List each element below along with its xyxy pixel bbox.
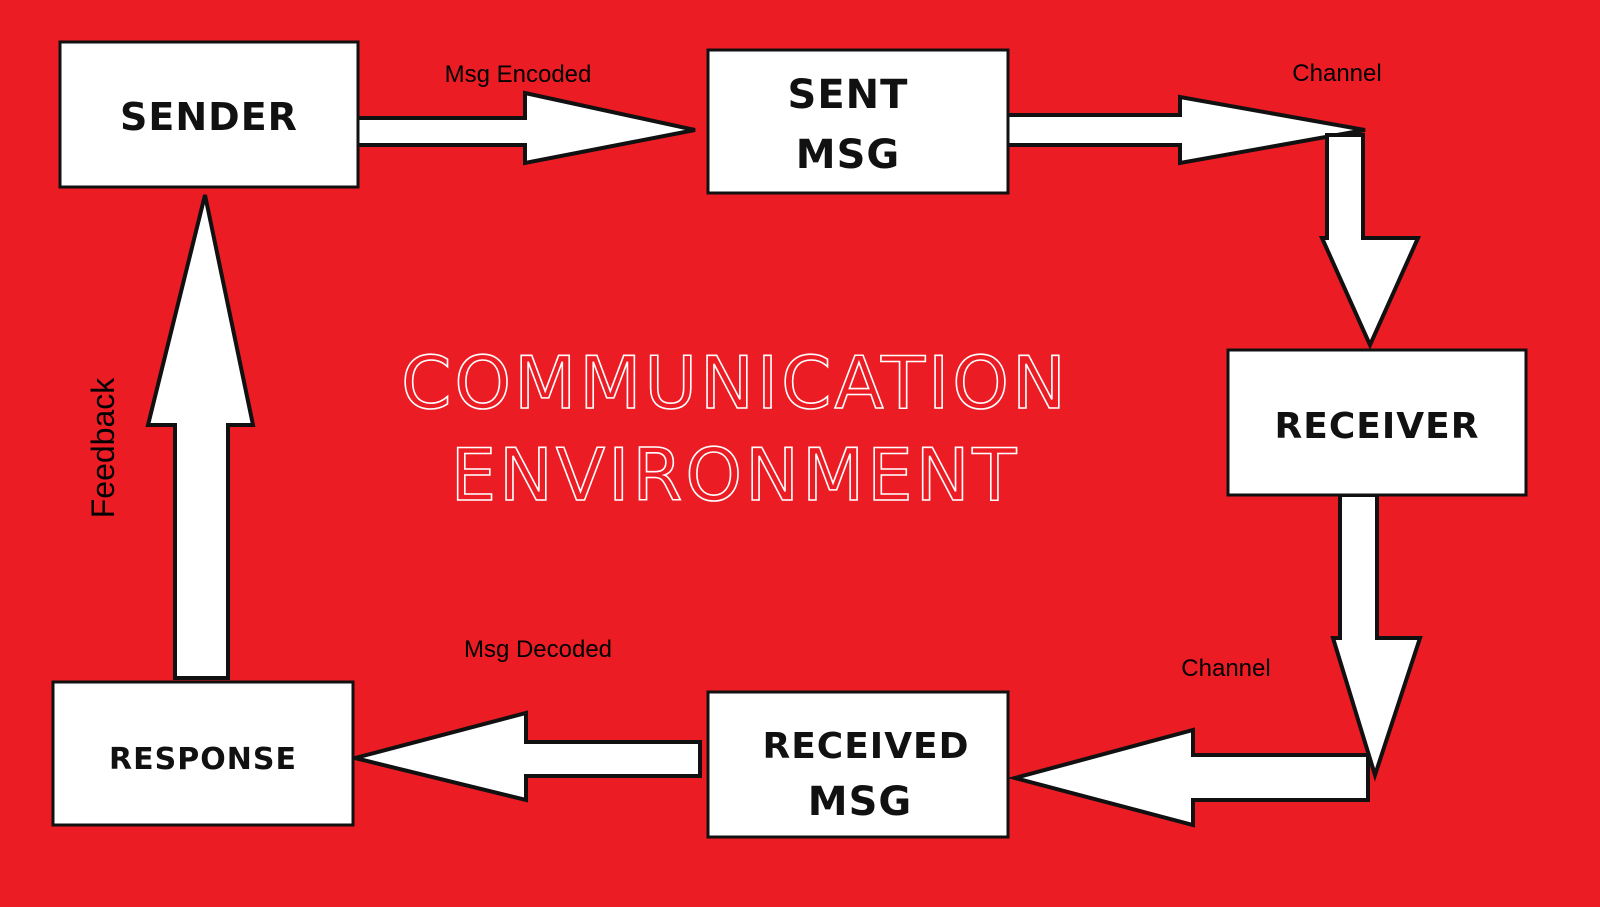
center-title-line2: ENVIRONMENT [451,433,1020,517]
node-received-msg-label-line1: RECEIVED [762,726,969,767]
node-sender-label: SENDER [120,95,298,139]
edge-label-feedback: Feedback [85,377,121,519]
arrow-response-to-sender [145,194,256,680]
node-sent-msg-label-line2: MSG [796,132,900,178]
arrow-sender-to-sent-msg [353,90,696,166]
node-sent-msg-label-line1: SENT [788,72,909,118]
arrow-channel-to-received-msg [1007,727,1370,828]
node-receiver-label: RECEIVER [1275,406,1480,447]
center-title-line1: COMMUNICATION [401,341,1069,425]
edge-label-msg-encoded: Msg Encoded [445,61,592,88]
arrow-received-msg-to-response [354,710,702,803]
node-receiver: RECEIVER [1226,348,1528,497]
node-sent-msg: SENT MSG [706,48,1010,195]
node-response-label: RESPONSE [109,742,297,777]
node-received-msg-label-line2: MSG [808,779,912,825]
node-response: RESPONSE [51,680,355,827]
arrow-receiver-to-channel-bottom [1330,493,1423,782]
edge-label-channel-top: Channel [1292,60,1381,87]
arrow-sent-msg-to-channel-top [988,94,1366,166]
node-received-msg: RECEIVED MSG [706,690,1010,839]
edge-label-channel-bottom: Channel [1181,655,1270,682]
node-sender: SENDER [58,40,360,189]
arrow-channel-to-receiver [1318,133,1422,350]
edge-label-msg-decoded: Msg Decoded [464,636,612,663]
